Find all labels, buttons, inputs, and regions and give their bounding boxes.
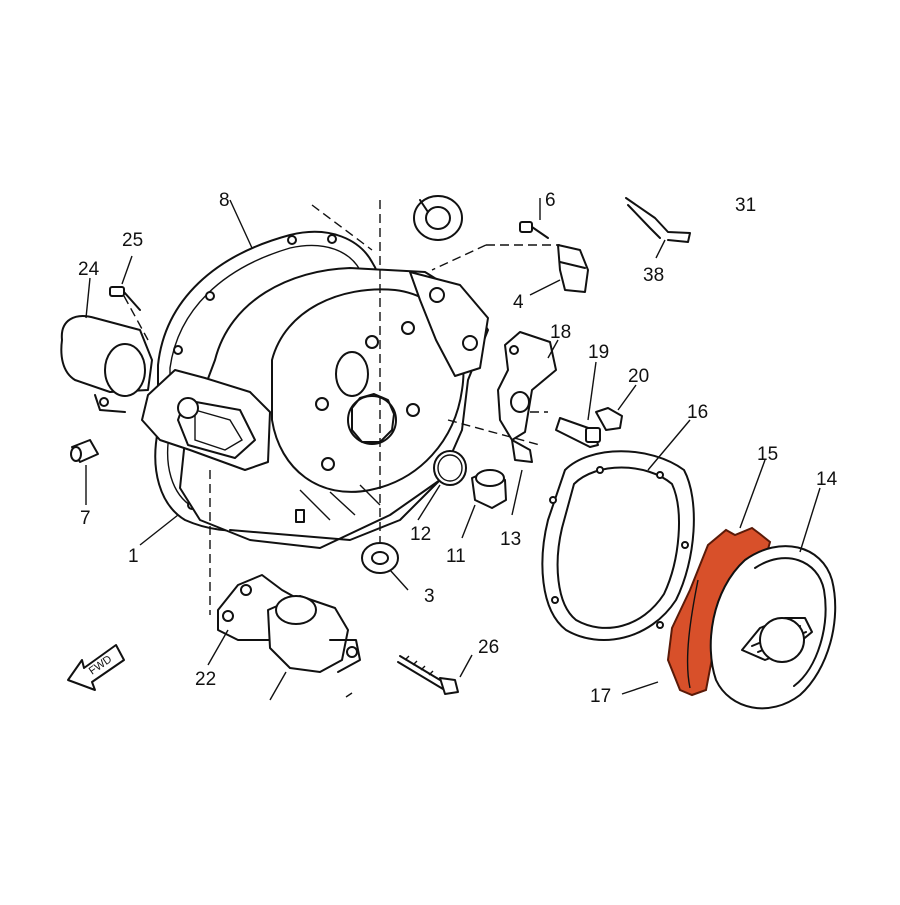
cover-14 — [709, 545, 837, 710]
callout-18: 18 — [550, 322, 571, 343]
plug-11 — [471, 469, 507, 509]
housing-22 — [217, 574, 361, 673]
leader-dashes — [209, 200, 560, 615]
dowel-pin-7 — [70, 439, 99, 463]
gear-housing — [141, 369, 271, 471]
bolt-20 — [595, 407, 623, 431]
callout-4: 4 — [513, 292, 524, 313]
pickup-plate-18 — [497, 331, 557, 463]
callout-25: 25 — [122, 230, 143, 251]
callout-7: 7 — [80, 508, 91, 529]
oil-seal-3 — [361, 542, 399, 574]
bracket-4 — [519, 221, 589, 293]
callout-11: 11 — [446, 546, 466, 567]
starter-motor — [60, 315, 153, 413]
callout-24: 24 — [78, 259, 100, 280]
o-ring-12 — [433, 450, 467, 486]
callout-12: 12 — [410, 524, 431, 545]
callout-8: 8 — [219, 190, 230, 211]
callout-22: 22 — [195, 669, 216, 690]
callout-17: 17 — [590, 686, 611, 707]
fwd-arrow: FWD — [67, 644, 125, 691]
callout-15: 15 — [757, 444, 778, 465]
callout-38: 38 — [643, 265, 664, 286]
gasket-16 — [541, 450, 695, 641]
callout-16: 16 — [687, 402, 708, 423]
callout-labels: 1 3 4 6 7 8 11 12 13 14 15 16 17 18 19 2… — [78, 190, 838, 707]
screw-25 — [109, 286, 149, 341]
callout-3: 3 — [424, 586, 435, 607]
callout-20: 20 — [628, 366, 649, 387]
callout-19: 19 — [588, 342, 609, 363]
oil-seal-6 — [413, 195, 463, 241]
callout-13: 13 — [500, 529, 521, 550]
callout-26: 26 — [478, 637, 499, 658]
bolt-26 — [397, 655, 459, 695]
crankcase-cover — [179, 267, 489, 549]
callout-31: 31 — [735, 195, 756, 216]
callout-1: 1 — [128, 546, 139, 567]
callout-leaders — [85, 198, 821, 701]
screw-19 — [555, 417, 601, 448]
callout-14: 14 — [816, 469, 838, 490]
clip-38 — [625, 197, 691, 243]
callout-6: 6 — [545, 190, 556, 211]
